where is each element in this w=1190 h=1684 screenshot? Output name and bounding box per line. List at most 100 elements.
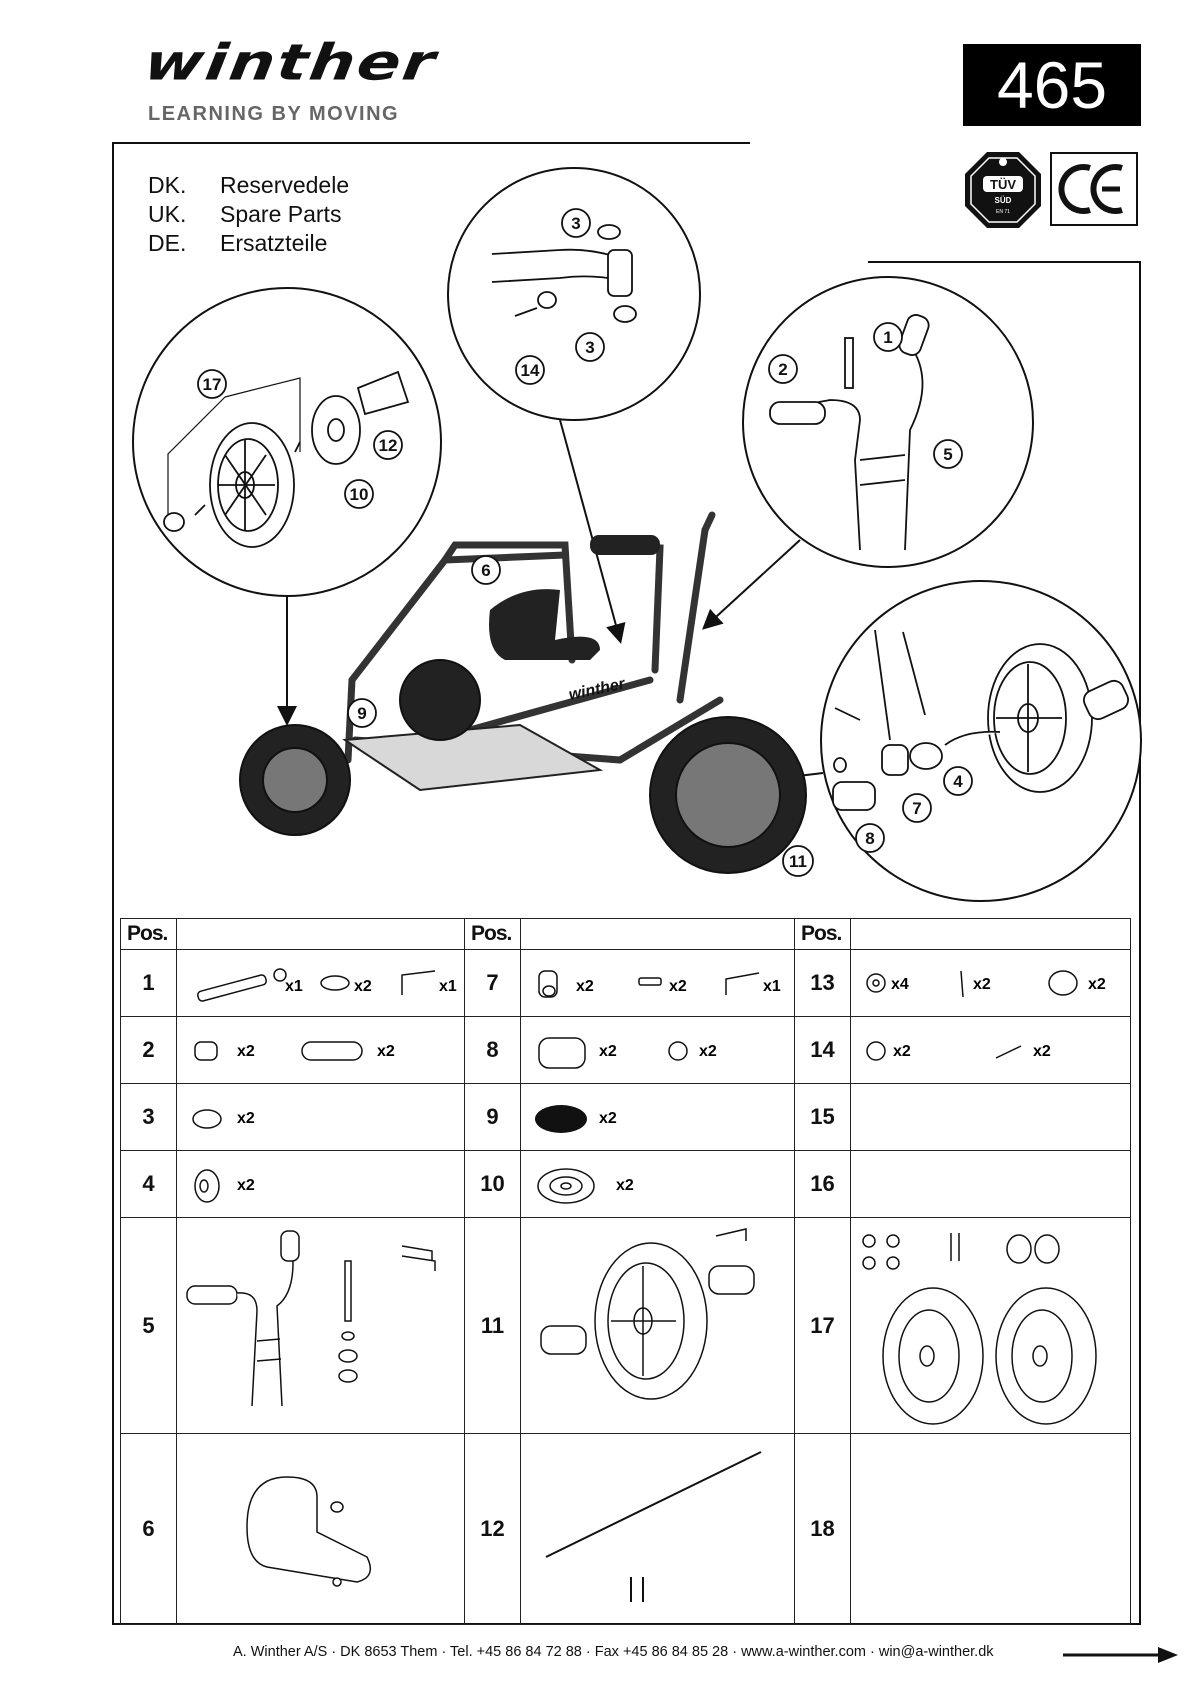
- pos-number: 17: [794, 1217, 851, 1434]
- callout-pedal: 8: [865, 829, 874, 848]
- part-cell-empty: [850, 1433, 1131, 1625]
- pos-number: 12: [464, 1433, 521, 1625]
- column-header-pos: Pos.: [464, 918, 521, 950]
- callout-handlebar: 5: [943, 445, 952, 464]
- qty-label: x2: [616, 1177, 634, 1194]
- svg-text:TÜV: TÜV: [990, 177, 1016, 192]
- qty-label: x2: [893, 1043, 911, 1060]
- qty-label: x2: [377, 1043, 395, 1060]
- callout-front-wheel: 11: [789, 852, 807, 871]
- column-header-blank: [176, 918, 465, 950]
- qty-label: x2: [699, 1043, 717, 1060]
- qty-label: x2: [973, 976, 991, 993]
- qty-label: x2: [1088, 976, 1106, 993]
- language-row-uk: UK. Spare Parts: [148, 201, 341, 228]
- pos-number: 5: [120, 1217, 177, 1434]
- table-header-row: Pos. Pos. Pos.: [120, 918, 1131, 950]
- qty-label: x1: [285, 978, 303, 995]
- qty-label: x2: [237, 1110, 255, 1127]
- qty-label: x2: [354, 978, 372, 995]
- callout-crank: 7: [912, 799, 921, 818]
- part-cell: x2: [520, 1150, 795, 1218]
- qty-label: x2: [599, 1110, 617, 1127]
- qty-label: x2: [237, 1043, 255, 1060]
- part-cell: x2: [176, 1150, 465, 1218]
- svg-text:SÜD: SÜD: [995, 196, 1012, 205]
- column-header-blank: [520, 918, 795, 950]
- part-cell: x4 x2 x2: [850, 949, 1131, 1017]
- frame-brand-print: winther: [567, 675, 627, 704]
- handlebar-detail-circle: [742, 276, 1034, 568]
- language-row-dk: DK. Reservedele: [148, 172, 349, 199]
- pos-number: 2: [120, 1016, 177, 1084]
- qty-label: x1: [763, 978, 781, 995]
- qty-label: x2: [599, 1043, 617, 1060]
- pos-number: 18: [794, 1433, 851, 1625]
- part-cell: [520, 1217, 795, 1434]
- callout-seat: 6: [481, 561, 490, 580]
- callout-bearing-bottom: 3: [585, 338, 594, 357]
- part-cell: [176, 1433, 465, 1625]
- svg-text:EN 71: EN 71: [996, 209, 1010, 215]
- column-header-blank: [850, 918, 1131, 950]
- table-row: 4 x2 10 x2 16: [120, 1150, 1131, 1218]
- model-number: 465: [963, 44, 1141, 126]
- pos-number: 6: [120, 1433, 177, 1625]
- part-cell: x2 x2 x1: [520, 949, 795, 1017]
- pos-number: 4: [120, 1150, 177, 1218]
- part-cell: x2: [176, 1083, 465, 1151]
- callout-crank-cap: 4: [953, 772, 963, 791]
- pos-number: 7: [464, 949, 521, 1017]
- pos-number: 10: [464, 1150, 521, 1218]
- table-row: 6 12 18: [120, 1433, 1131, 1625]
- part-cell-empty: [850, 1150, 1131, 1218]
- crank-detail-circle: [820, 580, 1142, 902]
- ce-mark-icon: [1050, 152, 1138, 226]
- part-cell: [520, 1433, 795, 1625]
- language-title: Ersatzteile: [220, 230, 328, 256]
- callout-axle: 12: [379, 436, 398, 455]
- qty-label: x1: [439, 978, 457, 995]
- language-title: Reservedele: [220, 172, 350, 198]
- brand-tagline: LEARNING BY MOVING: [148, 103, 400, 125]
- part-cell: x2: [520, 1083, 795, 1151]
- callout-steering-pin: 1: [883, 328, 892, 347]
- table-row: 2 x2 x2 8 x2 x2 14: [120, 1016, 1131, 1084]
- callout-grip: 2: [778, 360, 787, 379]
- callout-bolt: 14: [521, 361, 540, 380]
- seat-post-detail-circle: [447, 167, 701, 421]
- qty-label: x2: [576, 978, 594, 995]
- pos-number: 3: [120, 1083, 177, 1151]
- column-header-pos: Pos.: [120, 918, 177, 950]
- callout-bearing-top: 3: [571, 214, 580, 233]
- qty-label: x4: [891, 976, 909, 993]
- pos-number: 1: [120, 949, 177, 1017]
- part-cell: [176, 1217, 465, 1434]
- pos-number: 16: [794, 1150, 851, 1218]
- pos-number: 9: [464, 1083, 521, 1151]
- part-cell: x1 x2 x1: [176, 949, 465, 1017]
- tricycle-exploded-illustration: winther 6 9 11 17 12 10 3 3 14 1 2 5 4 7…: [132, 167, 1142, 902]
- pos-number: 11: [464, 1217, 521, 1434]
- column-header-pos: Pos.: [794, 918, 851, 950]
- language-title: Spare Parts: [220, 201, 342, 227]
- spare-parts-table: Pos. Pos. Pos. 1 x1 x2 x1 7: [120, 918, 1131, 1625]
- tuv-certification-icon: TÜV SÜD EN 71: [965, 152, 1041, 228]
- language-code: DK.: [148, 172, 187, 198]
- callout-rear-wheel-set: 17: [203, 375, 222, 394]
- next-page-arrow-icon: [1063, 1647, 1178, 1663]
- pos-number: 14: [794, 1016, 851, 1084]
- qty-label: x2: [669, 978, 687, 995]
- table-row: 3 x2 9 x2 15: [120, 1083, 1131, 1151]
- footer-contact: A. Winther A/S · DK 8653 Them · Tel. +45…: [233, 1644, 994, 1660]
- language-code: UK.: [148, 201, 187, 227]
- part-cell: x2 x2: [176, 1016, 465, 1084]
- table-row: 1 x1 x2 x1 7: [120, 949, 1131, 1017]
- language-code: DE.: [148, 230, 187, 256]
- pos-number: 15: [794, 1083, 851, 1151]
- language-row-de: DE. Ersatzteile: [148, 230, 327, 257]
- qty-label: x2: [237, 1177, 255, 1194]
- part-cell: x2 x2: [520, 1016, 795, 1084]
- part-cell-empty: [850, 1083, 1131, 1151]
- part-cell: x2 x2: [850, 1016, 1131, 1084]
